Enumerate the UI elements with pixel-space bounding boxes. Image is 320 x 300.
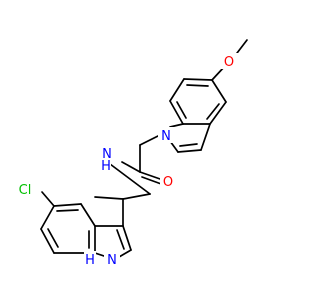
bond-namide-ch2 [105,160,151,195]
bond-lower-c3a-c4 [80,203,96,227]
bond-c5-cl [41,191,55,207]
atom-o-carbonyl: O [163,175,173,190]
bond-lower-c6-c7 [40,228,55,254]
atom-bg-h-indole [84,251,96,267]
bond-c7a-c7 [169,100,184,125]
atom-h-indole: H [85,253,95,268]
bond-carbonyl-n [121,161,141,173]
bond-c6-c5 [183,78,213,81]
bond-carbonyl-o [139,171,164,181]
atom-bg-o-methoxy [220,53,239,69]
bond-c3a-c3 [200,123,211,151]
bond-c5-c4 [211,79,227,103]
atom-h-amide: H [101,159,111,174]
bond-layer [40,39,248,258]
bond-c6-c5-inner [186,84,209,87]
bond-lower-c6-c7-inner [47,228,59,248]
bond-c4-c3a-inner [206,103,220,120]
bond-c7a-c7-inner [176,101,187,119]
bond-lower-c4-c5 [53,203,82,207]
atom-cl: Cl [19,183,32,198]
atom-bg-o-carbonyl [160,173,176,189]
bond-c4-c3a [209,101,227,125]
bond-c3-c2 [177,149,202,153]
atom-n-indole: N [107,253,117,268]
bond-chain-1 [122,193,151,200]
bond-n1-ch2 [139,135,159,146]
atom-bg-h-amide [99,158,111,172]
atom-bg-n1 [158,127,174,143]
bond-chain-2 [94,196,124,200]
bond-n1-c7a [169,123,184,128]
bond-c7-c6 [169,78,185,102]
atom-n1: N [161,129,171,144]
bond-c3-c2-inner [179,143,198,147]
bond-lower-c2-n [118,249,132,258]
atom-label-layer: O N O N H Cl N H [14,53,239,268]
bond-lower-c3-c2 [122,225,132,251]
bond-lower-c3-c2-inner [116,229,125,250]
atom-n-amide: N [102,147,112,162]
bond-lower-c5-c6 [40,205,55,230]
atom-bg-n-indole [104,251,120,267]
atom-o-methoxy: O [224,55,234,70]
bond-lower-c4-c5-inner [56,209,79,212]
atom-bg-n-amide [99,145,115,161]
atom-bg-cl [14,181,36,197]
molecule-structure-diagram: O N O N H Cl N H [14,39,248,268]
